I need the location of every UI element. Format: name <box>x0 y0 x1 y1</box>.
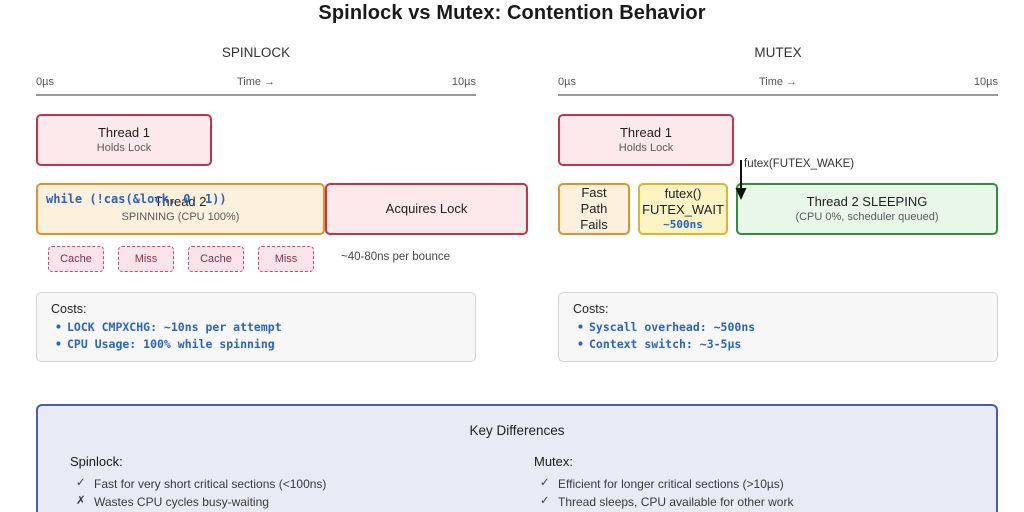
spinlock-acquires-label: Acquires Lock <box>385 200 468 216</box>
key-differences-spinlock-column: Spinlock: ✓ Fast for very short critical… <box>70 454 500 512</box>
spinlock-acquires-box[interactable]: Acquires Lock <box>325 183 528 235</box>
cache-bounce-chip: Miss <box>118 246 174 272</box>
cache-bounce-chip: Cache <box>48 246 104 272</box>
spinlock-cost-item: LOCK CMPXCHG: ~10ns per attempt <box>51 319 461 336</box>
kd-mutex-item: ✓ Efficient for longer critical sections… <box>534 475 964 493</box>
spinlock-axis-mid: Time → <box>236 76 276 88</box>
kd-spinlock-item: ✗ Wastes CPU cycles busy-waiting <box>70 493 500 511</box>
mutex-futexwait-duration: ~500ns <box>663 218 703 232</box>
mutex-fastpath-line2: Path <box>580 200 608 216</box>
kd-mutex-item: ✓ Thread sleeps, CPU available for other… <box>534 493 964 511</box>
spinlock-spinning-label: Thread 2 <box>154 193 207 209</box>
page-title: Spinlock vs Mutex: Contention Behavior <box>318 2 706 24</box>
kd-spinlock-item-text: Fast for very short critical sections (<… <box>94 477 327 491</box>
cache-bounce-chip: Miss <box>258 246 314 272</box>
mutex-heading: MUTEX <box>754 45 802 60</box>
spinlock-axis-line <box>36 94 476 96</box>
kd-spinlock-item-text: Wastes CPU cycles busy-waiting <box>94 495 269 510</box>
spinlock-costs-box: Costs: LOCK CMPXCHG: ~10ns per attempt C… <box>36 292 476 362</box>
mutex-futexwait-box[interactable]: futex() FUTEX_WAIT ~500ns <box>638 183 728 235</box>
check-icon: ✓ <box>540 495 550 508</box>
mutex-sleeping-sub: (CPU 0%, scheduler queued) <box>795 210 939 223</box>
kd-mutex-heading: Mutex: <box>534 454 574 469</box>
check-icon: ✓ <box>76 477 86 489</box>
mutex-axis-start: 0µs <box>558 76 576 88</box>
mutex-futexwait-line1: futex() <box>664 185 702 201</box>
mutex-costs-list: Syscall overhead: ~500ns Context switch:… <box>573 319 983 352</box>
mutex-cost-item: Syscall overhead: ~500ns <box>573 319 983 336</box>
mutex-cost-item: Context switch: ~3-5µs <box>573 336 983 353</box>
mutex-axis: 0µs Time → 10µs <box>558 76 998 92</box>
spinlock-spinning-sub: SPINNING (CPU 100%) <box>121 210 240 223</box>
mutex-track-thread2: Fast Path Fails futex() FUTEX_WAIT ~500n… <box>558 183 998 237</box>
key-differences-panel: Key Differences Spinlock: ✓ Fast for ver… <box>36 404 998 512</box>
mutex-futexwait-line2: FUTEX_WAIT <box>642 201 724 217</box>
check-icon: ✓ <box>540 477 550 489</box>
spinlock-axis: 0µs Time → 10µs <box>36 76 476 92</box>
spinlock-thread1-label: Thread 1 <box>97 124 151 140</box>
cross-icon: ✗ <box>76 495 86 508</box>
mutex-sleeping-box[interactable]: Thread 2 SLEEPING (CPU 0%, scheduler que… <box>736 183 998 235</box>
mutex-axis-end: 10µs <box>973 76 998 88</box>
spinlock-axis-start: 0µs <box>36 76 54 88</box>
futex-wake-arrow-icon <box>735 160 747 200</box>
spinlock-thread1-sub: Holds Lock <box>96 141 152 154</box>
mutex-thread1-box[interactable]: Thread 1 Holds Lock <box>558 114 734 166</box>
mutex-costs-box: Costs: Syscall overhead: ~500ns Context … <box>558 292 998 362</box>
mutex-fastpath-box[interactable]: Fast Path Fails <box>558 183 630 235</box>
spinlock-costs-title: Costs: <box>51 302 87 316</box>
mutex-sleeping-label: Thread 2 SLEEPING <box>806 193 928 209</box>
key-differences-mutex-column: Mutex: ✓ Efficient for longer critical s… <box>534 454 964 512</box>
mutex-thread1-label: Thread 1 <box>619 124 673 140</box>
spinlock-cost-item: CPU Usage: 100% while spinning <box>51 336 461 353</box>
spinlock-axis-end: 10µs <box>451 76 476 88</box>
spinlock-thread1-box[interactable]: Thread 1 Holds Lock <box>36 114 212 166</box>
mutex-axis-line <box>558 94 998 96</box>
futex-wake-label: futex(FUTEX_WAKE) <box>744 158 855 170</box>
cache-bounce-chip: Cache <box>188 246 244 272</box>
spinlock-costs-list: LOCK CMPXCHG: ~10ns per attempt CPU Usag… <box>51 319 461 352</box>
mutex-fastpath-line3: Fails <box>580 217 608 233</box>
mutex-track-thread1: Thread 1 Holds Lock futex(FUTEX_WAKE) <box>558 114 998 200</box>
mutex-thread1-sub: Holds Lock <box>618 141 674 154</box>
spinlock-track-thread1: Thread 1 Holds Lock <box>36 114 476 166</box>
mutex-costs-title: Costs: <box>573 302 609 316</box>
kd-mutex-item-text: Thread sleeps, CPU available for other w… <box>558 495 794 510</box>
key-differences-title: Key Differences <box>469 423 565 438</box>
spinlock-spinning-box[interactable]: Thread 2 SPINNING (CPU 100%) while (!cas… <box>36 183 325 235</box>
mutex-axis-mid: Time → <box>758 76 798 88</box>
cache-bounce-note: ~40-80ns per bounce <box>341 251 451 263</box>
kd-mutex-item-text: Efficient for longer critical sections (… <box>558 477 784 491</box>
mutex-fastpath-line1: Fast <box>581 184 607 200</box>
spinlock-track-thread2: Thread 2 SPINNING (CPU 100%) while (!cas… <box>36 183 528 237</box>
spinlock-heading: SPINLOCK <box>221 45 291 60</box>
kd-spinlock-heading: Spinlock: <box>70 454 123 469</box>
kd-spinlock-item: ✓ Fast for very short critical sections … <box>70 475 500 493</box>
